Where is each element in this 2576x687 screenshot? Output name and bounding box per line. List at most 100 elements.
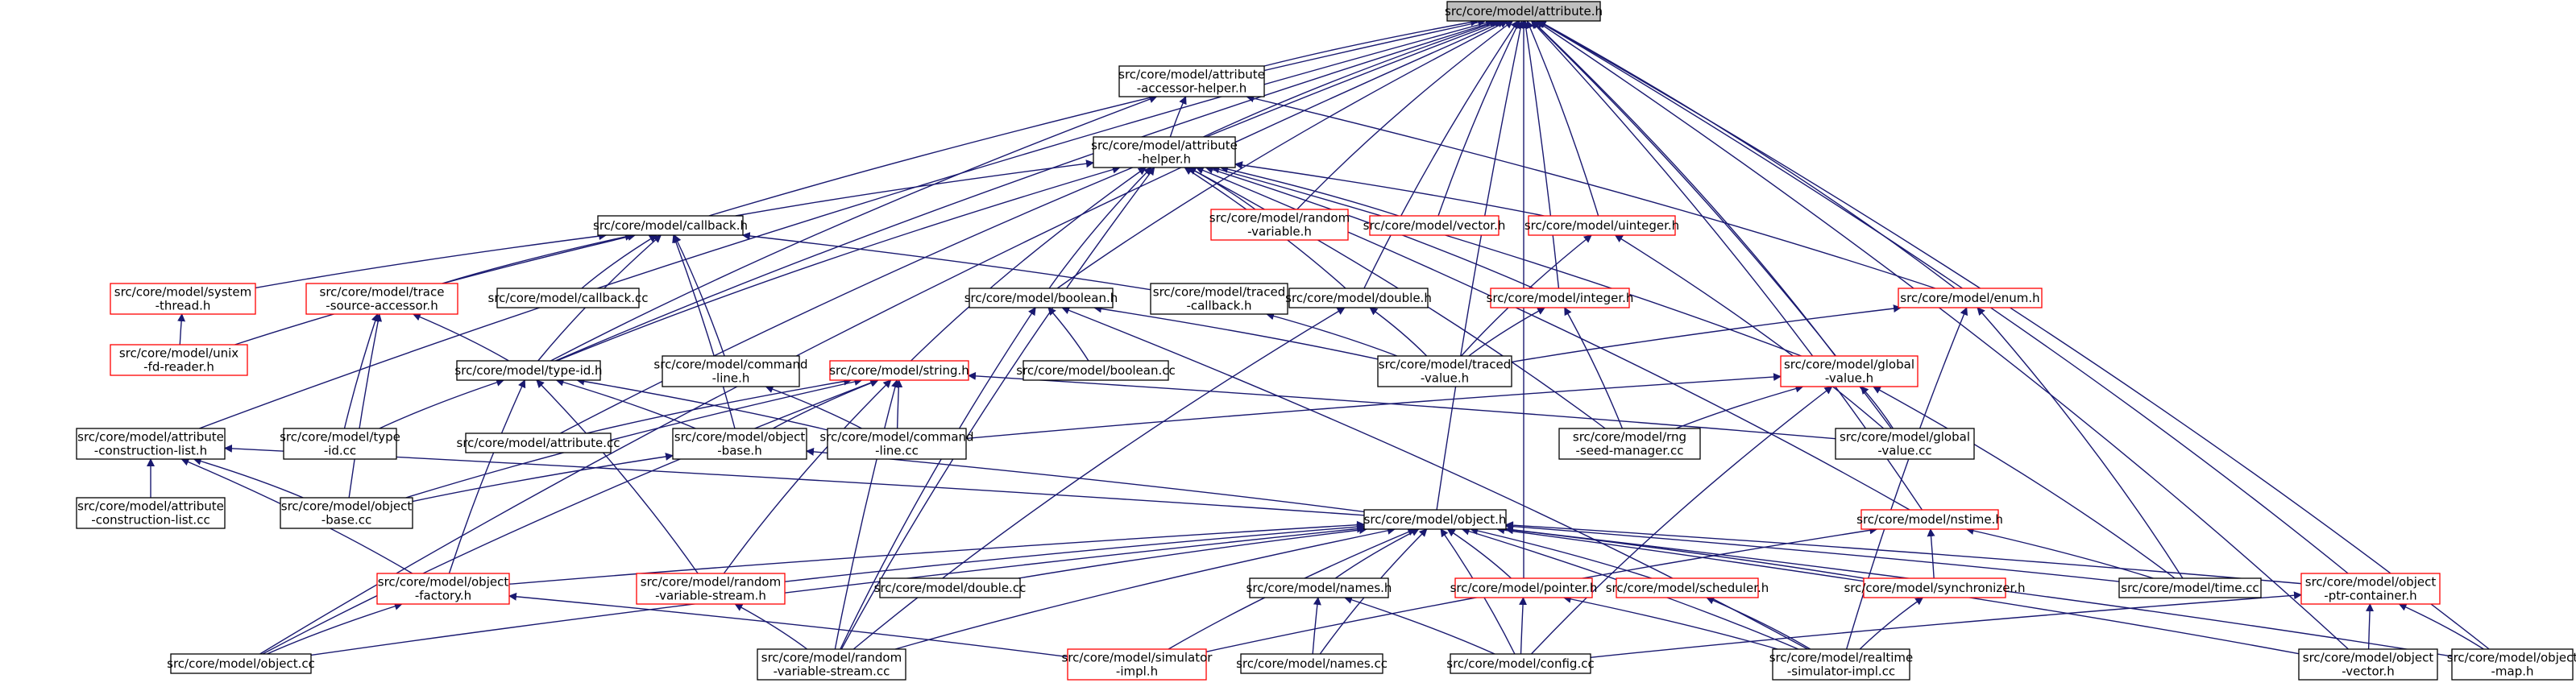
edge-object_base_cc-to-string_h <box>405 378 863 499</box>
node-type-id-cc[interactable]: src/core/model/type-id.cc <box>280 428 400 460</box>
node-object-base-h[interactable]: src/core/model/object-base.h <box>672 428 807 460</box>
node-callback-cc[interactable]: src/core/model/callback.cc <box>488 288 649 308</box>
node-label-line: -helper.h <box>1138 152 1191 167</box>
edge-traced_value_h-to-boolean_h <box>1093 304 1379 360</box>
node-box <box>636 573 786 605</box>
node-box <box>597 215 744 236</box>
node-object-vector-h[interactable]: src/core/model/object-vector.h <box>2298 648 2438 681</box>
node-box <box>1363 509 1507 530</box>
node-unix-fd-reader-h[interactable]: src/core/model/unix-fd-reader.h <box>110 344 248 376</box>
node-trace-source-accessor-h[interactable]: src/core/model/trace-source-accessor.h <box>305 283 458 315</box>
node-label-line: src/core/model/uinteger.h <box>1524 218 1679 233</box>
node-pointer-h[interactable]: src/core/model/pointer.h <box>1450 577 1598 598</box>
node-names-cc[interactable]: src/core/model/names.cc <box>1236 653 1388 674</box>
edge-names_h-to-object_h <box>1334 528 1420 579</box>
node-box <box>1863 577 2006 598</box>
node-object-factory-h[interactable]: src/core/model/object-factory.h <box>376 573 510 605</box>
node-config-cc[interactable]: src/core/model/config.cc <box>1446 653 1595 674</box>
node-synchronizer-h[interactable]: src/core/model/synchronizer.h <box>1844 577 2026 598</box>
node-label-line: -factory.h <box>415 589 471 603</box>
node-string-h[interactable]: src/core/model/string.h <box>829 360 969 381</box>
node-callback-h[interactable]: src/core/model/callback.h <box>593 215 748 236</box>
node-label-line: src/core/model/type-id.h <box>454 363 602 378</box>
node-box <box>1558 428 1701 460</box>
node-label-line: src/core/model/unix <box>119 346 239 361</box>
node-global-value-cc[interactable]: src/core/model/global-value.cc <box>1835 428 1975 460</box>
edge-random_variable_stream_cc-to-object_h <box>894 526 1396 650</box>
edge-object_vector_h-to-attribute_h <box>1535 20 2349 650</box>
node-attribute-construction-list-cc[interactable]: src/core/model/attribute-construction-li… <box>76 497 226 529</box>
node-accessor-helper-h[interactable]: src/core/model/attribute-accessor-helper… <box>1118 65 1265 97</box>
node-scheduler-h[interactable]: src/core/model/scheduler.h <box>1606 577 1769 598</box>
node-rng-seed-manager-cc[interactable]: src/core/model/rng-seed-manager.cc <box>1558 428 1701 460</box>
node-random-variable-stream-cc[interactable]: src/core/model/random-variable-stream.cc <box>757 648 906 681</box>
edge-object_factory_h-to-type_id_h <box>448 379 526 574</box>
node-random-variable-stream-h[interactable]: src/core/model/random-variable-stream.h <box>636 573 786 605</box>
node-traced-callback-h[interactable]: src/core/model/traced-callback.h <box>1150 283 1288 315</box>
node-command-line-cc[interactable]: src/core/model/command-line.cc <box>819 428 974 460</box>
edge-random_variable_stream_cc-to-string_h <box>834 379 899 650</box>
node-attribute-helper-h[interactable]: src/core/model/attribute-helper.h <box>1091 136 1238 168</box>
node-box <box>1240 653 1383 674</box>
node-label-line: src/core/model/attribute <box>77 499 224 514</box>
edge-traced_value_h-to-double_h <box>1369 307 1428 357</box>
node-traced-value-h[interactable]: src/core/model/traced-value.h <box>1377 355 1512 387</box>
node-attribute-h[interactable]: src/core/model/attribute.h <box>1445 1 1603 22</box>
node-integer-h[interactable]: src/core/model/integer.h <box>1487 288 1634 308</box>
edge-command_line_h-to-callback_h <box>674 234 725 357</box>
edge-attribute_helper_h-to-accessor_helper_h <box>1169 96 1187 138</box>
node-object-cc[interactable]: src/core/model/object.cc <box>167 653 315 674</box>
node-object-ptr-container-h[interactable]: src/core/model/object-ptr-container.h <box>2300 573 2441 605</box>
node-box <box>1772 648 1910 681</box>
node-uinteger-h[interactable]: src/core/model/uinteger.h <box>1524 215 1679 236</box>
edge-object_base_cc-to-trace_source_accessor_h <box>348 313 383 499</box>
node-label-line: -thread.h <box>156 299 211 313</box>
edge-boolean_h-to-attribute_h <box>1056 20 1508 289</box>
edge-time_cc-to-nstime_h <box>1965 527 2154 579</box>
node-enum-h[interactable]: src/core/model/enum.h <box>1898 288 2043 308</box>
node-command-line-h[interactable]: src/core/model/command-line.h <box>653 355 808 387</box>
node-double-h[interactable]: src/core/model/double.h <box>1285 288 1432 308</box>
edge-config_cc-to-pointer_h <box>1519 597 1528 655</box>
node-label-line: src/core/model/vector.h <box>1363 218 1506 233</box>
edge-type_id_h-to-accessor_helper_h <box>550 95 1158 362</box>
node-label-line: src/core/model/attribute.h <box>1445 4 1603 19</box>
edge-uinteger_h-to-attribute_h <box>1526 20 1599 217</box>
node-realtime-simulator-impl-cc[interactable]: src/core/model/realtime-simulator-impl.c… <box>1769 648 1914 681</box>
edge-callback_h-to-attribute_h <box>708 19 1487 217</box>
node-random-variable-h[interactable]: src/core/model/random-variable.h <box>1209 209 1350 241</box>
node-time-cc[interactable]: src/core/model/time.cc <box>2118 577 2262 598</box>
node-label-line: src/core/model/attribute <box>1091 139 1238 153</box>
node-object-base-cc[interactable]: src/core/model/object-base.cc <box>280 497 413 529</box>
node-label-line: src/core/model/attribute.cc <box>457 436 620 450</box>
node-object-h[interactable]: src/core/model/object.h <box>1363 509 1507 530</box>
node-names-h[interactable]: src/core/model/names.h <box>1247 577 1392 598</box>
node-system-thread-h[interactable]: src/core/model/system-thread.h <box>110 283 256 315</box>
node-label-line: src/core/model/boolean.cc <box>1016 363 1176 378</box>
node-simulator-impl-h[interactable]: src/core/model/simulator-impl.h <box>1062 648 1213 681</box>
node-box <box>829 360 969 381</box>
node-vector-h[interactable]: src/core/model/vector.h <box>1363 215 1506 236</box>
edge-enum_h-to-attribute_h <box>1537 20 1956 289</box>
node-box <box>1067 648 1207 681</box>
node-boolean-h[interactable]: src/core/model/boolean.h <box>964 288 1118 308</box>
node-box <box>1835 428 1975 460</box>
edge-object_base_h-to-type_id_h <box>555 378 696 429</box>
node-attribute-construction-list-h[interactable]: src/core/model/attribute-construction-li… <box>76 428 226 460</box>
node-nstime-h[interactable]: src/core/model/nstime.h <box>1856 509 2003 530</box>
node-type-id-h[interactable]: src/core/model/type-id.h <box>454 360 603 381</box>
edge-traced_value_h-to-enum_h <box>1511 304 1902 363</box>
edge-simulator_impl_h-to-object_factory_h <box>508 592 1068 658</box>
node-attribute-cc[interactable]: src/core/model/attribute.cc <box>457 432 620 453</box>
edge-global_value_cc-to-global_value_h <box>1860 386 1894 429</box>
node-global-value-h[interactable]: src/core/model/global-value.h <box>1780 355 1919 387</box>
node-box <box>1377 355 1512 387</box>
node-boolean-cc[interactable]: src/core/model/boolean.cc <box>1016 360 1176 381</box>
node-label-line: -variable-stream.h <box>655 589 766 603</box>
edge-command_line_cc-to-string_h <box>894 379 903 429</box>
node-label-line: src/core/model/random <box>761 651 902 665</box>
node-object-map-h[interactable]: src/core/model/object-map.h <box>2447 648 2576 681</box>
node-double-cc[interactable]: src/core/model/double.cc <box>874 577 1027 598</box>
node-box <box>1150 283 1288 315</box>
node-box <box>1898 288 2043 308</box>
